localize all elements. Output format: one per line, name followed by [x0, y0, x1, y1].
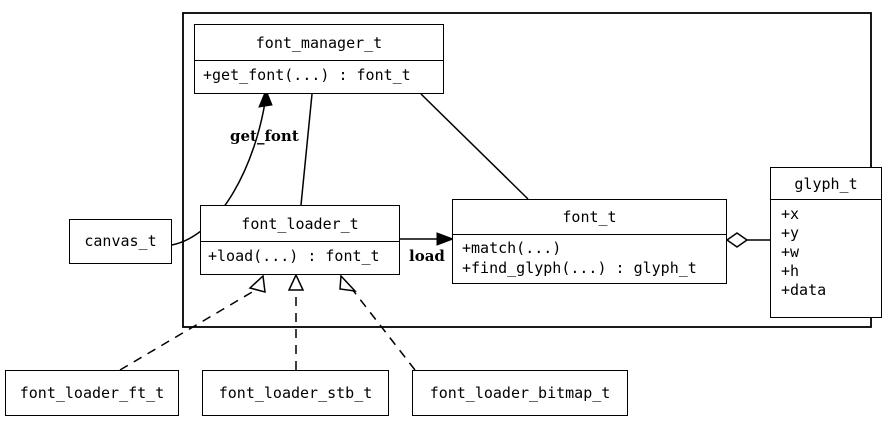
- member-load: +load(...) : font_t: [208, 247, 380, 265]
- class-box-canvas-t[interactable]: canvas_t: [69, 219, 172, 264]
- class-box-font-loader-bitmap-t[interactable]: font_loader_bitmap_t: [412, 370, 628, 416]
- class-name-font-manager-t: font_manager_t: [195, 25, 443, 61]
- class-box-font-t[interactable]: font_t +match(...) +find_glyph(...) : gl…: [452, 199, 727, 284]
- attribute-h: +h: [781, 262, 800, 280]
- attribute-y: +y: [781, 224, 800, 242]
- class-name-font-loader-stb-t: font_loader_stb_t: [218, 384, 373, 402]
- member-get-font: +get_font(...) : font_t: [203, 66, 411, 84]
- attribute-x: +x: [781, 205, 800, 223]
- attribute-data: +data: [781, 281, 827, 299]
- edge-canvas-to-font-manager: [171, 95, 267, 246]
- arrowhead-font-loader-to-font: [436, 232, 455, 246]
- class-box-font-manager-t[interactable]: font_manager_t +get_font(...) : font_t: [194, 24, 444, 94]
- class-box-glyph-t[interactable]: glyph_t +x +y +w +h +data: [770, 167, 882, 318]
- member-match: +match(...): [462, 239, 562, 257]
- class-members-glyph-t: +x +y +w +h +data: [771, 200, 881, 298]
- member-find-glyph: +find_glyph(...) : glyph_t: [462, 259, 697, 277]
- edge-font-to-font-manager: [420, 93, 529, 200]
- realization-triangle-bitmap-loader: [339, 274, 357, 293]
- class-name-font-loader-bitmap-t: font_loader_bitmap_t: [429, 384, 611, 402]
- realization-triangle-ft-loader: [248, 274, 266, 294]
- class-name-font-t: font_t: [453, 200, 726, 235]
- class-members-font-loader-t: +load(...) : font_t: [201, 242, 399, 264]
- class-name-font-loader-ft-t: font_loader_ft_t: [19, 384, 165, 402]
- arrowhead-canvas-to-font-manager: [258, 88, 273, 108]
- class-box-font-loader-t[interactable]: font_loader_t +load(...) : font_t: [200, 205, 400, 275]
- edge-bitmap-loader-to-font-loader: [351, 288, 416, 371]
- attribute-w: +w: [781, 243, 800, 261]
- class-members-font-t: +match(...) +find_glyph(...) : glyph_t: [453, 235, 726, 276]
- edge-ft-loader-to-font-loader: [119, 287, 260, 371]
- aggregation-diamond-font-glyph: [725, 232, 749, 248]
- edge-label-load: load: [409, 247, 445, 265]
- class-box-font-loader-ft-t[interactable]: font_loader_ft_t: [5, 370, 179, 416]
- edge-font-loader-to-font-manager: [300, 93, 313, 206]
- class-name-font-loader-t: font_loader_t: [201, 206, 399, 242]
- class-name-glyph-t: glyph_t: [771, 168, 881, 200]
- edge-label-get-font: get_font: [230, 127, 299, 145]
- class-members-font-manager-t: +get_font(...) : font_t: [195, 61, 443, 83]
- class-box-font-loader-stb-t[interactable]: font_loader_stb_t: [202, 370, 389, 416]
- realization-triangle-stb-loader: [287, 273, 305, 291]
- class-name-canvas-t: canvas_t: [84, 232, 157, 250]
